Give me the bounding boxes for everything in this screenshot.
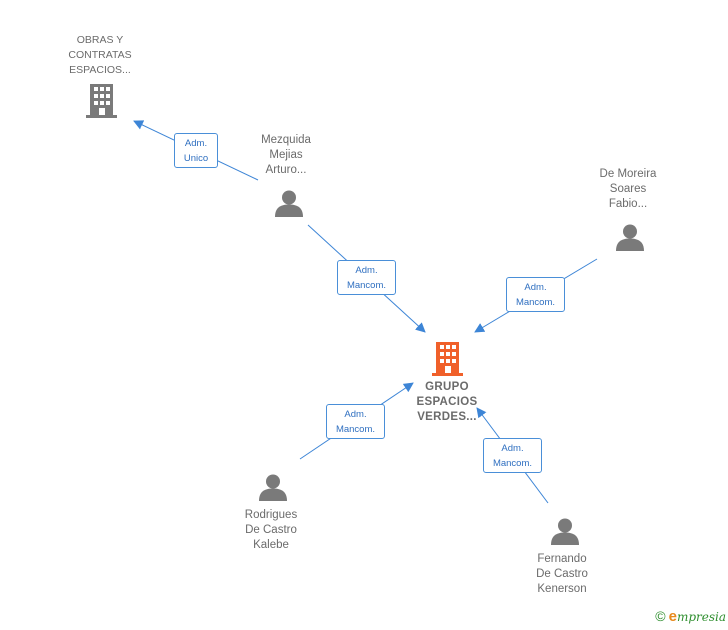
building-icon[interactable] — [86, 84, 117, 118]
copyright-symbol: © — [655, 608, 666, 624]
edge-label-line2: Unico — [183, 153, 209, 164]
edge-label-line1: Adm. — [524, 282, 547, 293]
person-label-rodrigues[interactable]: Rodrigues De Castro Kalebe — [244, 509, 298, 551]
edge-label-line2: Mancom. — [492, 458, 533, 469]
person-icon[interactable] — [551, 518, 579, 546]
edge-label-line1: Adm. — [355, 265, 378, 276]
person-label-fernando[interactable]: Fernando De Castro Kenerson — [536, 553, 588, 595]
company-label-obras[interactable]: OBRAS Y CONTRATAS ESPACIOS... — [68, 34, 132, 76]
edge-label-line1: Adm. — [501, 443, 524, 454]
person-icon[interactable] — [259, 474, 287, 502]
edge-label-adm-mancom: Adm. Mancom. — [337, 260, 396, 295]
building-icon[interactable] — [432, 342, 463, 376]
edge-label-adm-mancom: Adm. Mancom. — [326, 404, 385, 439]
edge-label-adm-mancom: Adm. Mancom. — [483, 438, 542, 473]
empresia-logo: ©empresia — [655, 608, 726, 625]
edge-label-adm-mancom: Adm. Mancom. — [506, 277, 565, 312]
person-icon[interactable] — [275, 190, 303, 218]
person-icon[interactable] — [616, 224, 644, 252]
edge-label-line2: Mancom. — [335, 424, 376, 435]
edge-label-adm-unico: Adm. Unico — [174, 133, 218, 168]
brand-initial: e — [668, 608, 677, 625]
person-label-mezquida[interactable]: Mezquida Mejias Arturo... — [261, 134, 311, 176]
edge-label-line1: Adm. — [184, 138, 208, 149]
edge-label-line1: Adm. — [344, 409, 367, 420]
edge-label-line2: Mancom. — [515, 297, 556, 308]
edge-label-line2: Mancom. — [346, 280, 387, 291]
person-label-moreira[interactable]: De Moreira Soares Fabio... — [599, 168, 657, 210]
brand-name: mpresia — [676, 610, 726, 624]
company-label-grupo[interactable]: GRUPO ESPACIOS VERDES... — [416, 381, 478, 423]
